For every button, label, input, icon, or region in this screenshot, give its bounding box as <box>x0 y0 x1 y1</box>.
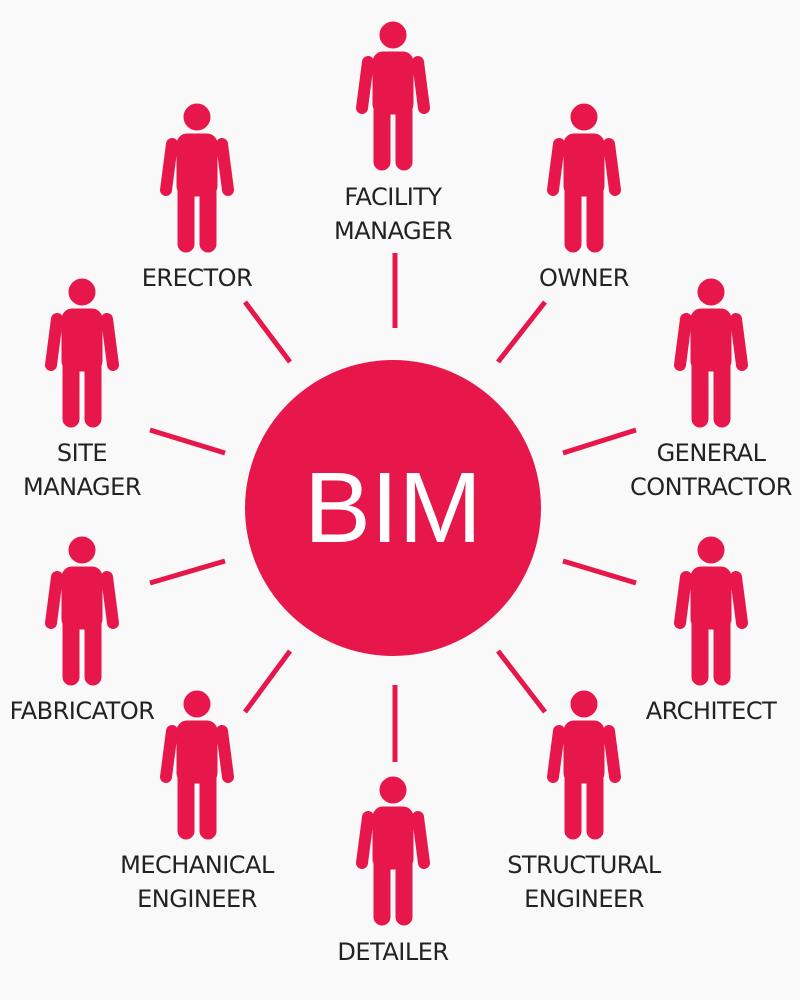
role-label-line: STRUCTURAL <box>507 851 661 879</box>
role-label-site-manager: SITE MANAGER <box>0 436 182 504</box>
role-label-line: ARCHITECT <box>645 697 777 725</box>
bim-circle <box>245 360 541 656</box>
connector-architect <box>562 558 637 586</box>
role-label-line: SITE <box>56 439 108 467</box>
role-label-line: MECHANICAL <box>120 851 274 879</box>
role-label-line: ENGINEER <box>524 885 644 913</box>
person-icon <box>680 279 742 427</box>
role-label-line: ERECTOR <box>141 264 253 292</box>
role-label-line: GENERAL <box>656 439 766 467</box>
person-icon <box>362 777 424 925</box>
connector-structural-engineer <box>496 649 547 714</box>
person-icon <box>51 537 113 685</box>
connector-erector <box>243 300 292 364</box>
person-icon <box>166 104 228 252</box>
role-label-detailer: DETAILER <box>293 935 493 969</box>
role-label-line: DETAILER <box>337 938 449 966</box>
role-label-fabricator: FABRICATOR <box>0 694 182 728</box>
connector-mechanical-engineer <box>242 649 293 714</box>
connector-site-manager <box>149 427 226 456</box>
role-label-line: CONTRACTOR <box>630 473 792 501</box>
role-label-line: FABRICATOR <box>9 697 155 725</box>
role-label-facility-manager: FACILITY MANAGER <box>293 180 493 248</box>
role-label-line: MANAGER <box>22 473 142 501</box>
bim-label: BIM <box>304 451 482 564</box>
role-label-erector: ERECTOR <box>97 261 297 295</box>
role-label-owner: OWNER <box>484 261 684 295</box>
role-label-line: ENGINEER <box>137 885 257 913</box>
connector-general-contractor <box>562 427 637 456</box>
person-icon <box>51 279 113 427</box>
role-label-line: OWNER <box>539 264 629 292</box>
role-label-line: MANAGER <box>333 217 453 245</box>
person-icon <box>553 104 615 252</box>
role-label-architect: ARCHITECT <box>611 694 800 728</box>
role-label-line: FACILITY <box>344 183 442 211</box>
person-icon <box>362 22 424 170</box>
role-label-mechanical-engineer: MECHANICAL ENGINEER <box>97 848 297 916</box>
role-label-general-contractor: GENERAL CONTRACTOR <box>611 436 800 504</box>
person-icon <box>553 691 615 839</box>
connector-owner <box>496 300 547 364</box>
connector-fabricator <box>149 558 226 586</box>
person-icon <box>680 537 742 685</box>
role-label-structural-engineer: STRUCTURAL ENGINEER <box>484 848 684 916</box>
